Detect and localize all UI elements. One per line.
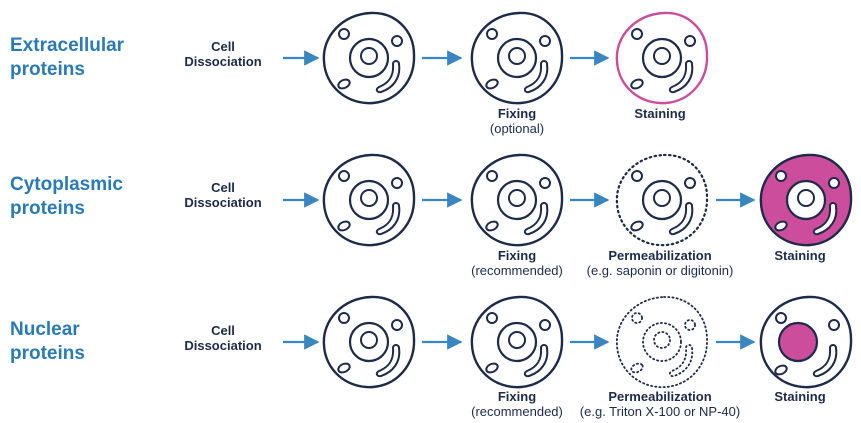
step-title: Fixing: [497, 389, 537, 404]
dissociation-label: Cell Dissociation: [184, 323, 262, 353]
cell-icon: [322, 295, 416, 389]
step-title: Staining: [774, 389, 826, 404]
step-title: Fixing: [497, 248, 537, 263]
step-label-staining: Staining: [750, 389, 850, 404]
stained-membrane-cell-icon: [615, 11, 709, 105]
row-title-cytoplasmic: Cytoplasmic proteins: [10, 174, 123, 219]
row-title-extracellular: Extracellular proteins: [10, 35, 125, 80]
step-label-permeabilization: Permeabilization (e.g. saponin or digito…: [570, 248, 750, 278]
dissociation-label: Cell Dissociation: [184, 39, 262, 69]
dissociation-label: Cell Dissociation: [184, 180, 262, 210]
stained-nucleus-cell-icon: [759, 295, 853, 389]
step-subtitle: (recommended): [471, 263, 563, 278]
cell-icon: [322, 11, 416, 105]
cell-icon: [470, 295, 564, 389]
cell-icon: [470, 153, 564, 247]
row-title-nuclear: Nuclear proteins: [10, 319, 85, 364]
step-subtitle: (e.g. Triton X-100 or NP-40): [579, 404, 741, 419]
step-label-fixing: Fixing (recommended): [450, 389, 584, 419]
step-label-fixing: Fixing (recommended): [450, 248, 584, 278]
step-subtitle: (e.g. saponin or digitonin): [586, 263, 734, 278]
stained-cytoplasm-cell-icon: [759, 153, 853, 247]
step-label-staining: Staining: [605, 106, 715, 121]
permeabilized-nucleus-cell-icon: [616, 296, 708, 388]
cell-icon: [322, 153, 416, 247]
permeabilized-cell-icon: [615, 153, 709, 247]
step-label-fixing: Fixing (optional): [462, 106, 572, 136]
step-subtitle: (recommended): [471, 404, 563, 419]
step-title: Staining: [774, 248, 826, 263]
step-title: Fixing: [497, 106, 537, 121]
step-subtitle: (optional): [489, 121, 545, 136]
cell-icon: [470, 11, 564, 105]
step-title: Permeabilization: [608, 248, 712, 263]
step-label-permeabilization: Permeabilization (e.g. Triton X-100 or N…: [570, 389, 750, 419]
step-title: Staining: [634, 106, 686, 121]
step-title: Permeabilization: [608, 389, 712, 404]
step-label-staining: Staining: [750, 248, 850, 263]
